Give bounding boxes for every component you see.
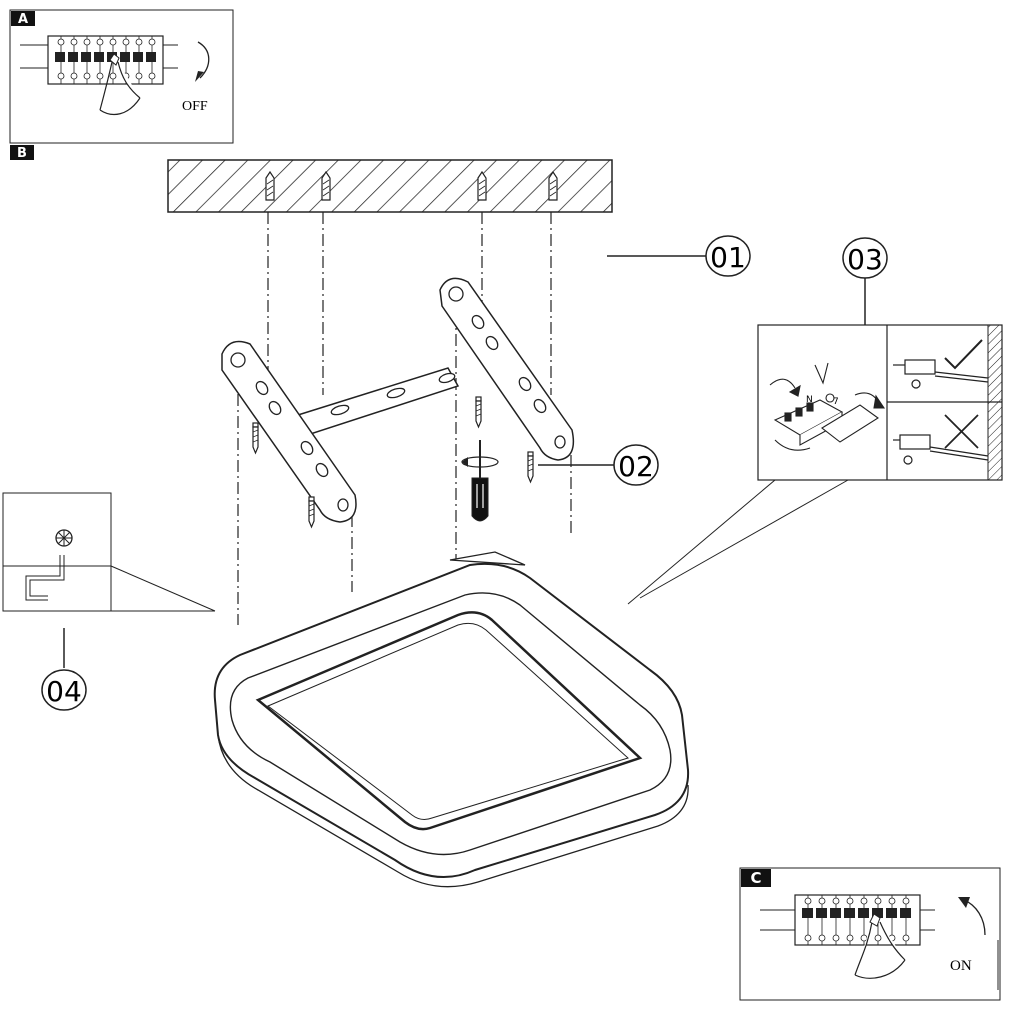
wiring-inset: N 7 — [627, 324, 1003, 605]
panel-c: C — [739, 867, 1001, 1001]
on-label: ON — [950, 958, 972, 974]
step-b-badge — [10, 145, 34, 160]
panel-a: A — [9, 9, 234, 144]
callout-02-circle — [613, 444, 659, 486]
callout-01-circle — [705, 235, 751, 277]
rotate-down-arrow-icon — [197, 41, 210, 79]
callout-04-circle — [41, 669, 87, 711]
wire-n-label: N — [806, 395, 813, 405]
ceiling-lamp — [213, 551, 690, 888]
off-label: OFF — [182, 99, 208, 114]
step-c-badge — [741, 869, 771, 887]
screws — [252, 396, 534, 529]
breaker-block-c — [760, 894, 935, 946]
callout-02: 02 — [618, 450, 654, 483]
screw-icon — [308, 496, 315, 529]
wrong-cross-icon — [944, 414, 979, 449]
step-a-badge — [11, 11, 35, 26]
callout-01: 01 — [710, 241, 746, 274]
earth-terminal-icon — [55, 529, 73, 547]
hand-icon — [99, 61, 141, 116]
screw-icon — [475, 396, 482, 429]
step-c-letter: C — [750, 869, 761, 887]
ceiling — [167, 159, 613, 213]
step-a-letter: A — [18, 12, 28, 27]
wire-l-label: 7 — [833, 397, 839, 407]
mounting-bracket — [221, 277, 575, 523]
screw-icon — [252, 422, 259, 455]
alignment-lines — [237, 212, 572, 625]
callout-04: 04 — [46, 675, 82, 708]
earth-inset — [2, 492, 216, 612]
callout-03: 03 — [847, 243, 883, 276]
screw-icon — [527, 451, 534, 484]
screwdriver-icon — [461, 440, 499, 522]
step-b-letter: B — [17, 146, 27, 161]
correct-check-icon — [944, 339, 983, 370]
hand-icon — [854, 921, 906, 979]
